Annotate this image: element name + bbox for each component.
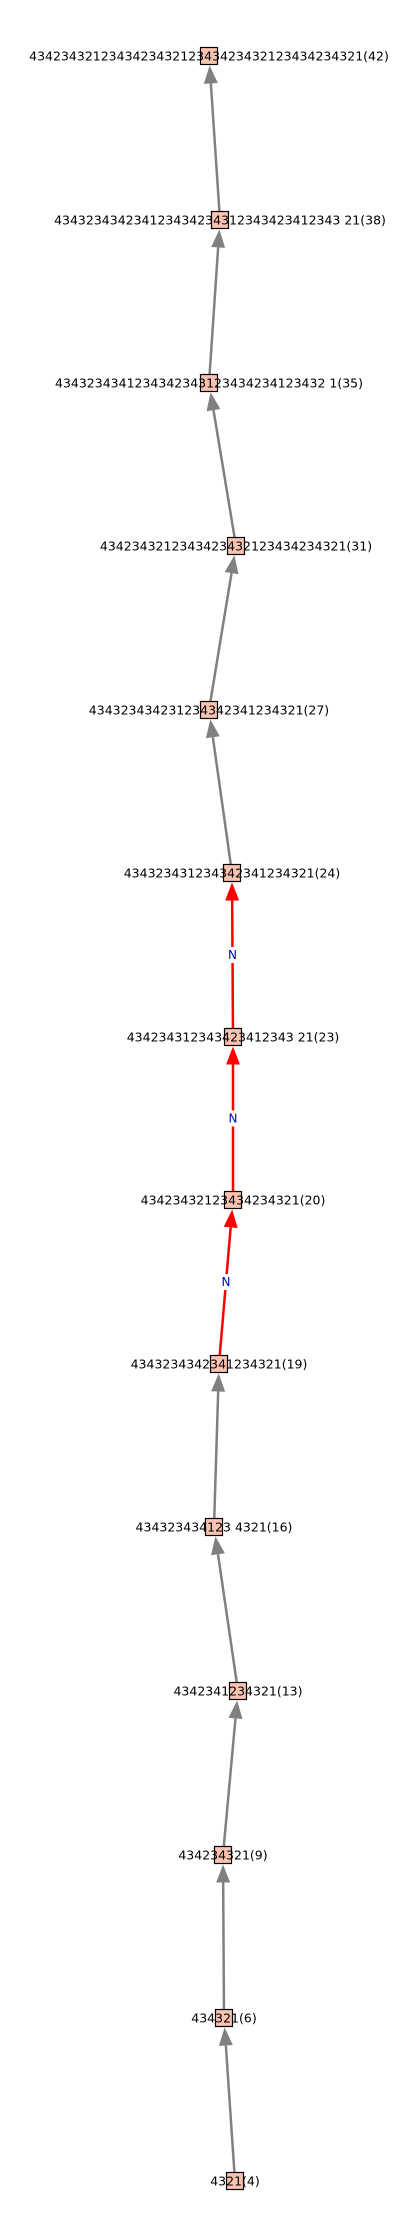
node-label: 434234321(9) [178, 1848, 267, 1863]
graph-node[interactable]: 43423432123434234321(20) [141, 1190, 326, 1210]
node-box[interactable] [199, 700, 219, 720]
node-box[interactable] [223, 1027, 243, 1047]
graph-node[interactable]: 434323434123 4321(16) [136, 1517, 293, 1537]
node-label: 434321(6) [191, 2011, 256, 2026]
graph-node[interactable]: 434321(6) [191, 2008, 257, 2028]
nodes-layer: 4342343212343423432123434234321234342343… [29, 46, 389, 2191]
node-label: 4343234342341234321(19) [131, 1357, 308, 1372]
node-label: 434234312343423412343 21(23) [127, 1030, 340, 1045]
edge-label-background [225, 947, 240, 963]
node-box[interactable] [199, 46, 219, 66]
node-box[interactable] [213, 1845, 233, 1865]
edge-n19-n20: N [218, 1209, 238, 1356]
node-label: 434323434234123434234312343423412343 21(… [54, 213, 386, 228]
edge-label: N [228, 948, 237, 962]
edge-line [211, 737, 233, 865]
arrowhead-icon [228, 1700, 243, 1720]
node-box[interactable] [225, 2171, 245, 2191]
graph-node[interactable]: 434323434231234342341234321(27) [89, 700, 329, 720]
edge-n23-n24: N [225, 882, 240, 1029]
graph-node[interactable]: 4343234341234342343123434234123432 1(35) [55, 373, 363, 393]
node-box[interactable] [214, 2008, 234, 2028]
edge-n9-n13 [222, 1700, 243, 1847]
arrowhead-icon [216, 1864, 231, 1883]
edge-line [222, 1718, 237, 1847]
arrowhead-icon [206, 392, 221, 412]
graph-node[interactable]: 4342343212343423432123434234321(31) [100, 536, 372, 556]
edge-line [213, 1391, 220, 1519]
edge-line [230, 900, 235, 1029]
edge-line [209, 572, 233, 702]
graph-node[interactable]: 4342341234321(13) [173, 1681, 303, 1701]
node-box[interactable] [223, 1190, 243, 1210]
edge-n24-n27 [205, 719, 233, 865]
graph-node[interactable]: 434234321(9) [178, 1845, 268, 1865]
node-label: 434323434231234342341234321(27) [89, 703, 329, 718]
edge-label: N [229, 1112, 238, 1126]
edges-layer: N N N [203, 65, 243, 2173]
edge-line [221, 1882, 226, 2010]
node-label: 434323434123 4321(16) [136, 1520, 293, 1535]
arrowhead-icon [211, 1373, 226, 1392]
arrowhead-icon [211, 1536, 225, 1556]
graph-node[interactable]: 4342343212343423432123434234321234342343… [29, 46, 389, 66]
arrowhead-icon [224, 555, 239, 575]
edge-line [212, 409, 236, 538]
edge-label-background [219, 1274, 233, 1290]
graph-node[interactable]: 434323431234342341234321(24) [124, 863, 341, 883]
node-label: 4321(4) [210, 2174, 260, 2189]
node-label: 4342343212343423432123434234321(31) [100, 539, 372, 554]
edge-line [224, 2045, 236, 2173]
edge-n16-n19 [211, 1373, 226, 1519]
node-box[interactable] [199, 373, 219, 393]
arrowhead-icon [203, 65, 218, 84]
arrowhead-icon [205, 719, 220, 739]
edge-label: N [222, 1275, 231, 1289]
arrowhead-icon [211, 229, 226, 248]
edge-label-background [226, 1110, 240, 1127]
node-label: 43423432123434234321(20) [141, 1193, 326, 1208]
node-label: 4342341234321(13) [173, 1684, 302, 1699]
edge-line [218, 1227, 232, 1356]
arrowhead-icon [226, 1046, 240, 1065]
arrowhead-icon [218, 2027, 233, 2046]
edge-n38-n42 [203, 65, 221, 212]
edge-line [208, 247, 220, 375]
edge-n6-n9 [216, 1864, 231, 2010]
node-box[interactable] [210, 210, 230, 230]
node-box[interactable] [204, 1517, 224, 1537]
arrowhead-icon [225, 882, 240, 901]
node-label: 4343234341234342343123434234123432 1(35) [55, 376, 363, 391]
node-box[interactable] [222, 863, 242, 883]
arrowhead-icon [223, 1209, 238, 1228]
edge-n13-n16 [211, 1536, 239, 1683]
edge-n20-n23: N [226, 1046, 240, 1192]
edge-n4-n6 [218, 2027, 236, 2173]
edge-line [209, 83, 221, 212]
edge-n31-n35 [206, 392, 236, 538]
graph-node[interactable]: 434323434234123434234312343423412343 21(… [54, 210, 386, 230]
node-box[interactable] [226, 536, 246, 556]
graph-node[interactable]: 4321(4) [210, 2171, 260, 2191]
node-box[interactable] [228, 1681, 248, 1701]
node-label: 4342343212343423432123434234321234342343… [29, 49, 389, 64]
graph-node[interactable]: 4343234342341234321(19) [131, 1354, 308, 1374]
node-box[interactable] [209, 1354, 229, 1374]
graph-node[interactable]: 434234312343423412343 21(23) [127, 1027, 340, 1047]
edge-n27-n31 [209, 555, 239, 702]
edge-line [216, 1554, 239, 1683]
node-label: 434323431234342341234321(24) [124, 866, 341, 881]
edge-n35-n38 [208, 229, 226, 375]
